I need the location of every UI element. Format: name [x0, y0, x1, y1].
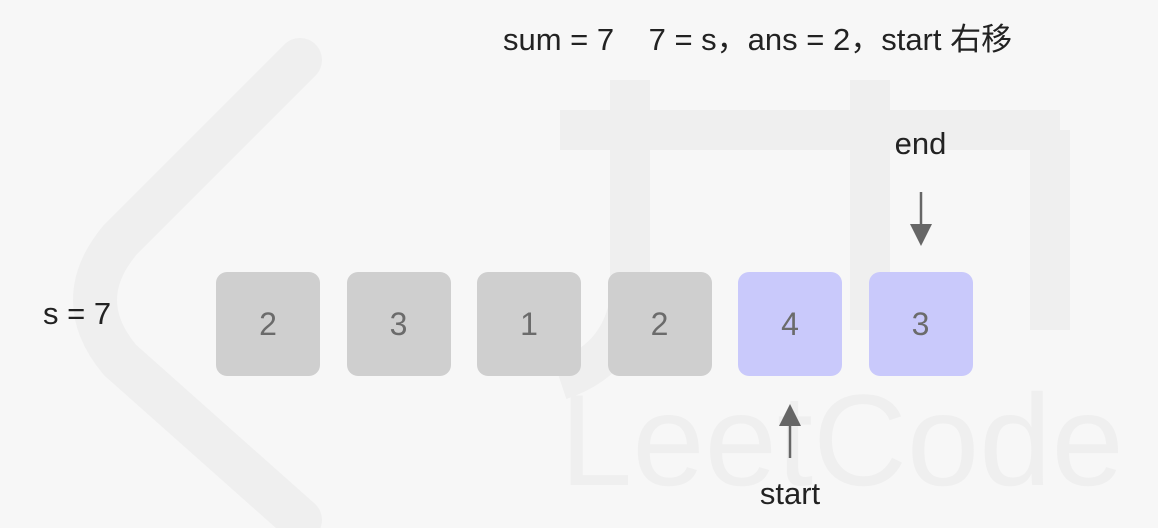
array-cell: 3	[346, 272, 451, 376]
target-sum-label: s = 7	[43, 296, 112, 331]
array-cell: 4	[738, 272, 842, 376]
end-pointer-label: end	[894, 126, 947, 161]
array-cell: 3	[868, 272, 973, 376]
start-arrow-icon	[779, 404, 801, 458]
array-cell: 1	[477, 272, 581, 376]
status-text: sum = 7 7 = s，ans = 2，start 右移	[503, 22, 1013, 57]
watermark-text: LeetCode	[560, 367, 1124, 513]
array-cell: 2	[216, 272, 320, 376]
array-cell: 2	[607, 272, 712, 376]
end-arrow-icon	[909, 192, 932, 246]
start-pointer-label: start	[759, 476, 821, 511]
